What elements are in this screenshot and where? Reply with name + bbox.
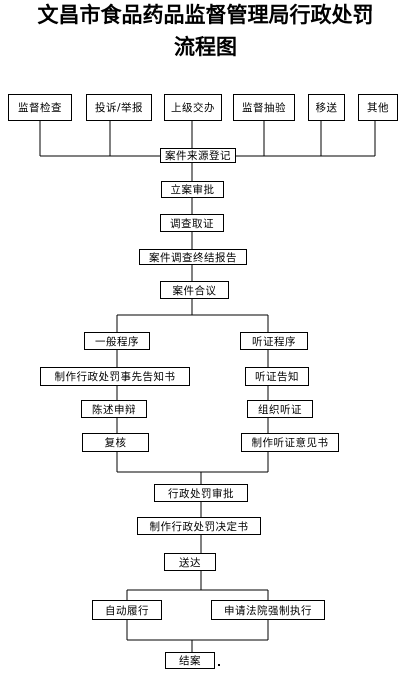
court-enforcement: 申请法院强制执行 xyxy=(211,600,325,620)
source-box-inspection: 监督检查 xyxy=(8,94,72,121)
case-closed: 结案 xyxy=(165,652,215,669)
page-title-line2: 流程图 xyxy=(174,35,237,59)
source-box-other: 其他 xyxy=(358,94,398,121)
service-delivery: 送达 xyxy=(164,553,216,571)
review: 复核 xyxy=(82,433,149,452)
step-case-registration: 案件来源登记 xyxy=(160,148,236,163)
penalty-approval: 行政处罚审批 xyxy=(154,484,248,502)
penalty-decision-document: 制作行政处罚决定书 xyxy=(137,517,261,535)
hearing-procedure: 听证程序 xyxy=(240,332,308,350)
statement-defense: 陈述申辩 xyxy=(81,400,147,418)
voluntary-performance: 自动履行 xyxy=(92,600,162,620)
organize-hearing: 组织听证 xyxy=(247,400,313,418)
step-investigation: 调查取证 xyxy=(160,214,224,232)
step-case-deliberation: 案件合议 xyxy=(160,281,229,299)
source-box-superior-assigned: 上级交办 xyxy=(164,94,222,121)
hearing-opinion-document: 制作听证意见书 xyxy=(241,433,339,452)
source-box-complaint: 投诉/举报 xyxy=(86,94,152,121)
general-procedure: 一般程序 xyxy=(84,332,150,350)
source-box-transfer: 移送 xyxy=(308,94,345,121)
stray-dot xyxy=(218,664,220,666)
page-title-line1: 文昌市食品药品监督管理局行政处罚 xyxy=(37,3,374,27)
prior-notice-document: 制作行政处罚事先告知书 xyxy=(40,367,190,386)
step-filing-approval: 立案审批 xyxy=(161,181,224,198)
source-box-sampling: 监督抽验 xyxy=(233,94,295,121)
hearing-notice: 听证告知 xyxy=(245,367,309,386)
step-investigation-report: 案件调查终结报告 xyxy=(139,249,247,265)
